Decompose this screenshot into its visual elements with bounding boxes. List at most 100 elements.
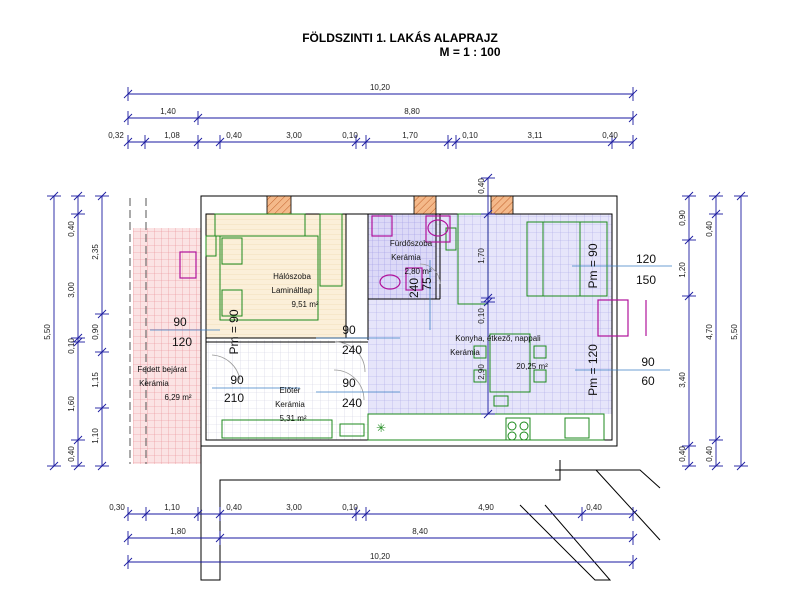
chimney-bath — [413, 195, 437, 215]
dim-chain-right-2-slash — [711, 435, 721, 445]
dim-chain-left-2-slash — [73, 191, 83, 201]
dim-chain-bot-2-slash — [215, 533, 225, 543]
bedroom-laminate — [206, 214, 346, 338]
furniture: ✳ — [205, 213, 608, 441]
kitchen-window-top-pm: Pm = 90 — [586, 243, 600, 288]
porch-window-width: 90 — [173, 315, 187, 329]
dim-bot-r2-1: 8,40 — [412, 527, 428, 536]
dim-chain-top-3-slash — [193, 137, 203, 147]
kitchen-area: 20,25 m² — [516, 362, 548, 371]
hall-door-height: 240 — [342, 396, 362, 410]
heater-icon — [597, 299, 629, 337]
chimney-left — [266, 195, 292, 215]
opening-markers — [150, 260, 672, 393]
dim-chain-left-2-slash — [73, 333, 83, 343]
dim-chain-top-2-slash — [193, 113, 203, 123]
bathroom-name: Fürdőszoba — [390, 239, 433, 248]
dim-chain-bot-1-slash — [628, 509, 638, 519]
dim-chain-right-2-slash — [711, 191, 721, 201]
porch-window-height: 120 — [172, 335, 192, 349]
dim-chain-left-1-slash — [49, 191, 59, 201]
dim-chain-left-3-slash — [97, 309, 107, 319]
porch-name: Fedett bejárat — [137, 365, 187, 374]
dim-left-m3: 1,60 — [67, 396, 76, 412]
shower-icon — [371, 215, 393, 237]
dim-chain-right-2-slash — [711, 209, 721, 219]
dim-chain-top-3-slash — [361, 137, 371, 147]
dim-left-m2: 0,10 — [67, 338, 76, 354]
bathroom-tile — [368, 214, 436, 299]
dim-chain-inside-slash — [483, 293, 493, 303]
bedroom-door-width: 90 — [342, 323, 356, 337]
dim-in-1: 1,70 — [477, 248, 486, 264]
dim-chain-left-2-slash — [73, 209, 83, 219]
dim-chain-right-1-slash — [684, 441, 694, 451]
dim-chain-inside-slash — [483, 209, 493, 219]
dim-in-2: 0,10 — [477, 308, 486, 324]
dim-chain-bot-1-slash — [123, 509, 133, 519]
dim-right-total: 5,50 — [730, 324, 739, 340]
bedroom-floor: Lamináltlap — [272, 286, 313, 295]
dim-right-m1: 4,70 — [705, 324, 714, 340]
dim-chain-top-3-slash — [215, 137, 225, 147]
dim-chain-inside-slash — [483, 173, 493, 183]
dim-chain-top-1-slash — [628, 89, 638, 99]
dim-chain-left-3-slash — [97, 347, 107, 357]
dim-left-m1: 3,00 — [67, 282, 76, 298]
dim-left-i2: 1,15 — [91, 372, 100, 388]
dim-top-r3-7: 3,11 — [528, 131, 544, 140]
hall-tile — [206, 340, 368, 440]
dim-bot-r1-5: 4,90 — [478, 503, 494, 512]
dim-top-r3-8: 0,40 — [602, 131, 618, 140]
kitchen-floor: Kerámia — [450, 348, 480, 357]
dim-top-total: 10,20 — [370, 83, 391, 92]
dim-chain-left-3-slash — [97, 191, 107, 201]
dim-top-1: 1,40 — [160, 107, 176, 116]
bathroom-area: 2,80 m² — [404, 267, 431, 276]
dims-right: 0,90 1,20 3,40 0,40 0,40 4,70 0,40 5,50 — [678, 210, 739, 462]
dim-chain-right-1-slash — [684, 235, 694, 245]
dim-bot-r2-0: 1,80 — [170, 527, 186, 536]
dim-left-total: 5,50 — [43, 324, 52, 340]
entry-door-height: 210 — [224, 391, 244, 405]
dim-bot-r1-1: 1,10 — [164, 503, 180, 512]
bath-door-width: 75 — [420, 277, 434, 291]
dim-left-m4: 0,40 — [67, 446, 76, 462]
dim-right-m2: 0,40 — [705, 446, 714, 462]
hall-area: 5,31 m² — [279, 414, 306, 423]
dimension-lines — [47, 87, 748, 569]
dim-bot-r1-2: 0,40 — [226, 503, 242, 512]
dim-top-r3-6: 0,10 — [462, 131, 478, 140]
walls — [129, 195, 661, 581]
hall-floor: Kerámia — [275, 400, 305, 409]
dim-top-r3-4: 0,10 — [342, 131, 358, 140]
dim-chain-top-2-slash — [123, 113, 133, 123]
hall-cabinet — [221, 419, 333, 439]
dim-bot-total: 10,20 — [370, 552, 391, 561]
dim-chain-top-3-slash — [351, 137, 361, 147]
kitchen-window-right-width: 90 — [641, 355, 655, 369]
dim-chain-bot-1-slash — [351, 509, 361, 519]
dim-left-m0: 0,40 — [67, 221, 76, 237]
bedroom-area: 9,51 m² — [291, 300, 318, 309]
dim-chain-right-1-slash — [684, 291, 694, 301]
bathroom-floor: Kerámia — [391, 253, 421, 262]
bedroom-window-pm: Pm = 90 — [227, 309, 241, 354]
dim-top-r3-3: 3,00 — [286, 131, 302, 140]
porch-floor: Kerámia — [139, 379, 169, 388]
dims-left: 5,50 0,40 3,00 0,10 1,60 0,40 2,35 0,90 … — [43, 221, 100, 462]
dining-table — [489, 333, 531, 393]
title-line-1: FÖLDSZINTI 1. LAKÁS ALAPRAJZ — [302, 30, 498, 45]
dim-chain-bot-2-slash — [628, 533, 638, 543]
dim-chain-right-3-slash — [736, 461, 746, 471]
dim-chain-top-3-slash — [140, 137, 150, 147]
bath-door-height: 240 — [407, 278, 421, 298]
porch-area: 6,29 m² — [164, 393, 191, 402]
room-labels: Hálószoba Lamináltlap 9,51 m² Fürdőszoba… — [137, 239, 548, 423]
dim-chain-top-3-slash — [451, 137, 461, 147]
dim-chain-bot-3-slash — [123, 557, 133, 567]
dim-chain-top-3-slash — [123, 137, 133, 147]
entry-door-width: 90 — [230, 373, 244, 387]
dim-right-m0: 0,40 — [705, 221, 714, 237]
toilet-icon — [405, 267, 423, 291]
